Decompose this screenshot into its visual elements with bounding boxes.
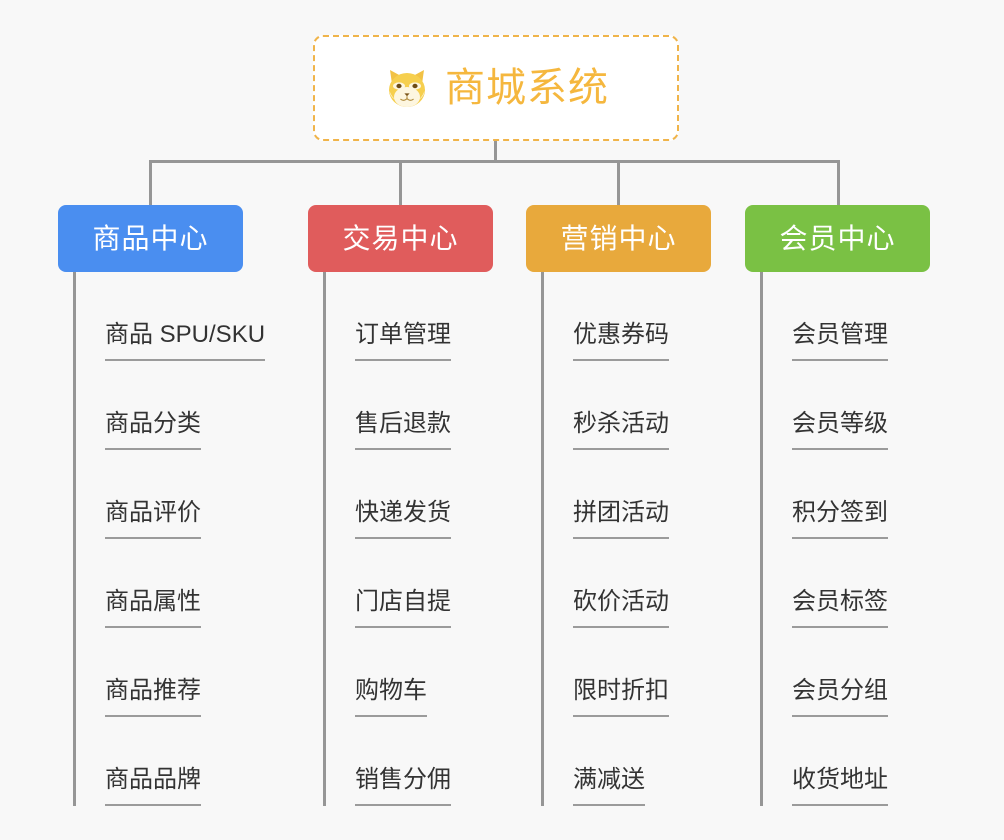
leaf-label: 门店自提: [355, 590, 451, 628]
category-marketing-center[interactable]: 营销中心: [526, 205, 711, 272]
leaf-item[interactable]: 会员分组: [760, 628, 888, 717]
leaf-list-member-center: 会员管理 会员等级 积分签到 会员标签 会员分组 收货地址: [760, 272, 888, 806]
leaf-item[interactable]: 商品属性: [73, 539, 265, 628]
leaf-item[interactable]: 积分签到: [760, 450, 888, 539]
leaf-label: 限时折扣: [573, 679, 669, 717]
connector-drop-marketing-center: [617, 160, 620, 205]
leaf-item[interactable]: 快递发货: [323, 450, 451, 539]
leaf-item[interactable]: 拼团活动: [541, 450, 669, 539]
connector-drop-member-center: [837, 160, 840, 205]
leaf-item[interactable]: 商品分类: [73, 361, 265, 450]
leaf-item[interactable]: 会员等级: [760, 361, 888, 450]
category-label: 会员中心: [779, 222, 896, 254]
spine-member-center: [760, 272, 763, 806]
category-label: 营销中心: [560, 222, 677, 254]
leaf-item[interactable]: 购物车: [323, 628, 451, 717]
root-node[interactable]: 商城系统: [313, 35, 679, 141]
leaf-item[interactable]: 订单管理: [323, 272, 451, 361]
leaf-label: 会员管理: [792, 323, 888, 361]
category-trade-center[interactable]: 交易中心: [308, 205, 493, 272]
leaf-item[interactable]: 优惠券码: [541, 272, 669, 361]
leaf-label: 收货地址: [792, 768, 888, 806]
leaf-item[interactable]: 满减送: [541, 717, 669, 806]
leaf-item[interactable]: 会员标签: [760, 539, 888, 628]
leaf-label: 商品推荐: [105, 679, 201, 717]
leaf-label: 满减送: [573, 768, 645, 806]
leaf-label: 秒杀活动: [573, 412, 669, 450]
leaf-label: 会员标签: [792, 590, 888, 628]
leaf-label: 商品属性: [105, 590, 201, 628]
spine-marketing-center: [541, 272, 544, 806]
leaf-label: 会员分组: [792, 679, 888, 717]
leaf-item[interactable]: 售后退款: [323, 361, 451, 450]
leaf-label: 商品分类: [105, 412, 201, 450]
leaf-label: 商品品牌: [105, 768, 201, 806]
leaf-item[interactable]: 砍价活动: [541, 539, 669, 628]
leaf-label: 优惠券码: [573, 323, 669, 361]
leaf-item[interactable]: 会员管理: [760, 272, 888, 361]
connector-drop-product-center: [149, 160, 152, 205]
leaf-item[interactable]: 门店自提: [323, 539, 451, 628]
leaf-item[interactable]: 秒杀活动: [541, 361, 669, 450]
category-member-center[interactable]: 会员中心: [745, 205, 930, 272]
category-label: 交易中心: [342, 222, 459, 254]
leaf-list-trade-center: 订单管理 售后退款 快递发货 门店自提 购物车 销售分佣: [323, 272, 451, 806]
root-title: 商城系统: [445, 66, 609, 110]
connector-root-stem: [494, 141, 497, 163]
leaf-label: 拼团活动: [573, 501, 669, 539]
category-product-center[interactable]: 商品中心: [58, 205, 243, 272]
leaf-item[interactable]: 收货地址: [760, 717, 888, 806]
leaf-item[interactable]: 商品推荐: [73, 628, 265, 717]
leaf-label: 砍价活动: [573, 590, 669, 628]
leaf-label: 会员等级: [792, 412, 888, 450]
leaf-item[interactable]: 销售分佣: [323, 717, 451, 806]
leaf-label: 订单管理: [355, 323, 451, 361]
leaf-item[interactable]: 商品品牌: [73, 717, 265, 806]
shiba-dog-face-icon: [383, 64, 431, 112]
leaf-item[interactable]: 商品评价: [73, 450, 265, 539]
leaf-label: 积分签到: [792, 501, 888, 539]
category-label: 商品中心: [92, 222, 209, 254]
leaf-item[interactable]: 商品 SPU/SKU: [73, 272, 266, 361]
spine-product-center: [73, 272, 76, 806]
leaf-label: 商品 SPU/SKU: [105, 323, 266, 361]
connector-horizontal-bus: [149, 160, 840, 163]
connector-drop-trade-center: [399, 160, 402, 205]
leaf-label: 购物车: [355, 679, 427, 717]
leaf-item[interactable]: 限时折扣: [541, 628, 669, 717]
spine-trade-center: [323, 272, 326, 806]
leaf-label: 商品评价: [105, 501, 201, 539]
leaf-list-marketing-center: 优惠券码 秒杀活动 拼团活动 砍价活动 限时折扣 满减送: [541, 272, 669, 806]
leaf-label: 售后退款: [355, 412, 451, 450]
leaf-list-product-center: 商品 SPU/SKU 商品分类 商品评价 商品属性 商品推荐 商品品牌: [73, 272, 266, 806]
leaf-label: 快递发货: [355, 501, 451, 539]
leaf-label: 销售分佣: [355, 768, 451, 806]
